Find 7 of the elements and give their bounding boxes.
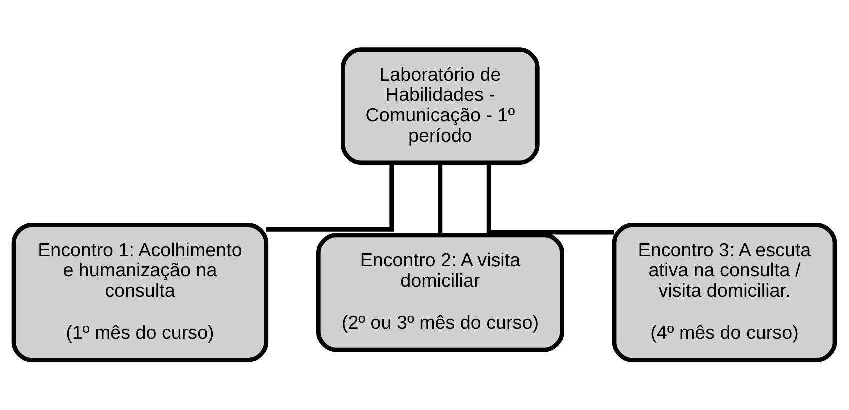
node-box: Encontro 2: A visita domiciliar (2º ou 3º mês do curso)	[316, 233, 564, 352]
connector	[486, 163, 614, 235]
node-box: Encontro 1: Acolhimento e humanização na consulta (1º mês do curso)	[12, 223, 269, 362]
connector	[266, 162, 394, 232]
node-box: Encontro 3: A escuta ativa na consulta / visita domiciliar. (4º mês do curso)	[612, 223, 838, 362]
connector	[438, 163, 443, 235]
node-box: Laboratório de Habilidades - Comunicação - 1º período	[341, 48, 540, 166]
